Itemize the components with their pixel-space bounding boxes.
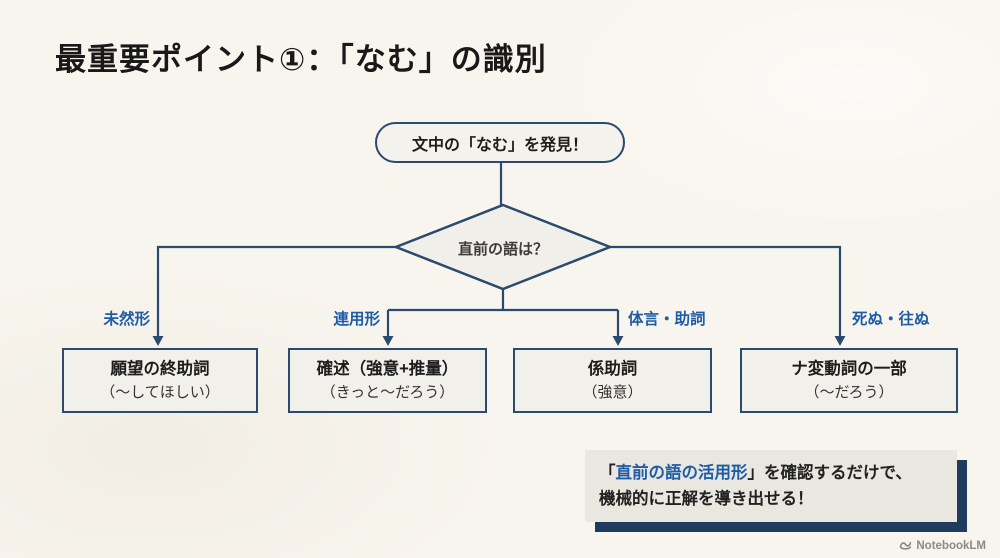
callout-rest: 」を確認するだけで、 [747,463,912,482]
key-point-callout: 「直前の語の活用形」を確認するだけで、 機械的に正解を導き出せる！ [585,450,957,522]
result-meaning: （強意） [582,383,643,401]
callout-bracket: 「 [599,463,616,482]
result-meaning: （〜してほしい） [100,383,220,401]
branch-label-renyokei: 連用形 [333,311,380,328]
callout-line-1: 「直前の語の活用形」を確認するだけで、 [599,460,943,486]
notebooklm-logo-icon [900,541,912,550]
result-title: 確述（強意+推量） [316,359,459,378]
result-meaning: （きっと〜だろう） [320,383,455,401]
callout-line-2: 機械的に正解を導き出せる！ [599,490,814,508]
flow-start-label: 文中の「なむ」を発見！ [411,136,588,154]
page-title: 最重要ポイント①：「なむ」の識別 [55,42,547,77]
flow-start-node: 文中の「なむ」を発見！ [375,122,625,163]
result-box-nahen: ナ変動詞の一部 （〜だろう） [740,348,958,413]
brand-footer: NotebookLM [899,539,986,552]
flow-decision-label: 直前の語は？ [457,241,548,258]
brand-label: NotebookLM [916,539,986,552]
branch-label-shinu-inu: 死ぬ・往ぬ [852,311,930,328]
result-box-ganbou: 願望の終助詞 （〜してほしい） [62,348,258,413]
branch-label-mizenkei: 未然形 [103,311,150,328]
result-box-kakujutsu: 確述（強意+推量） （きっと〜だろう） [288,348,487,413]
result-title: 願望の終助詞 [110,359,210,378]
result-box-kakarijoshi: 係助詞 （強意） [513,348,712,413]
result-meaning: （〜だろう） [804,383,894,401]
branch-label-taigen-joshi: 体言・助詞 [628,311,706,328]
callout-highlight: 直前の語の活用形 [615,463,748,482]
result-title: ナ変動詞の一部 [791,359,907,378]
result-title: 係助詞 [587,359,638,378]
